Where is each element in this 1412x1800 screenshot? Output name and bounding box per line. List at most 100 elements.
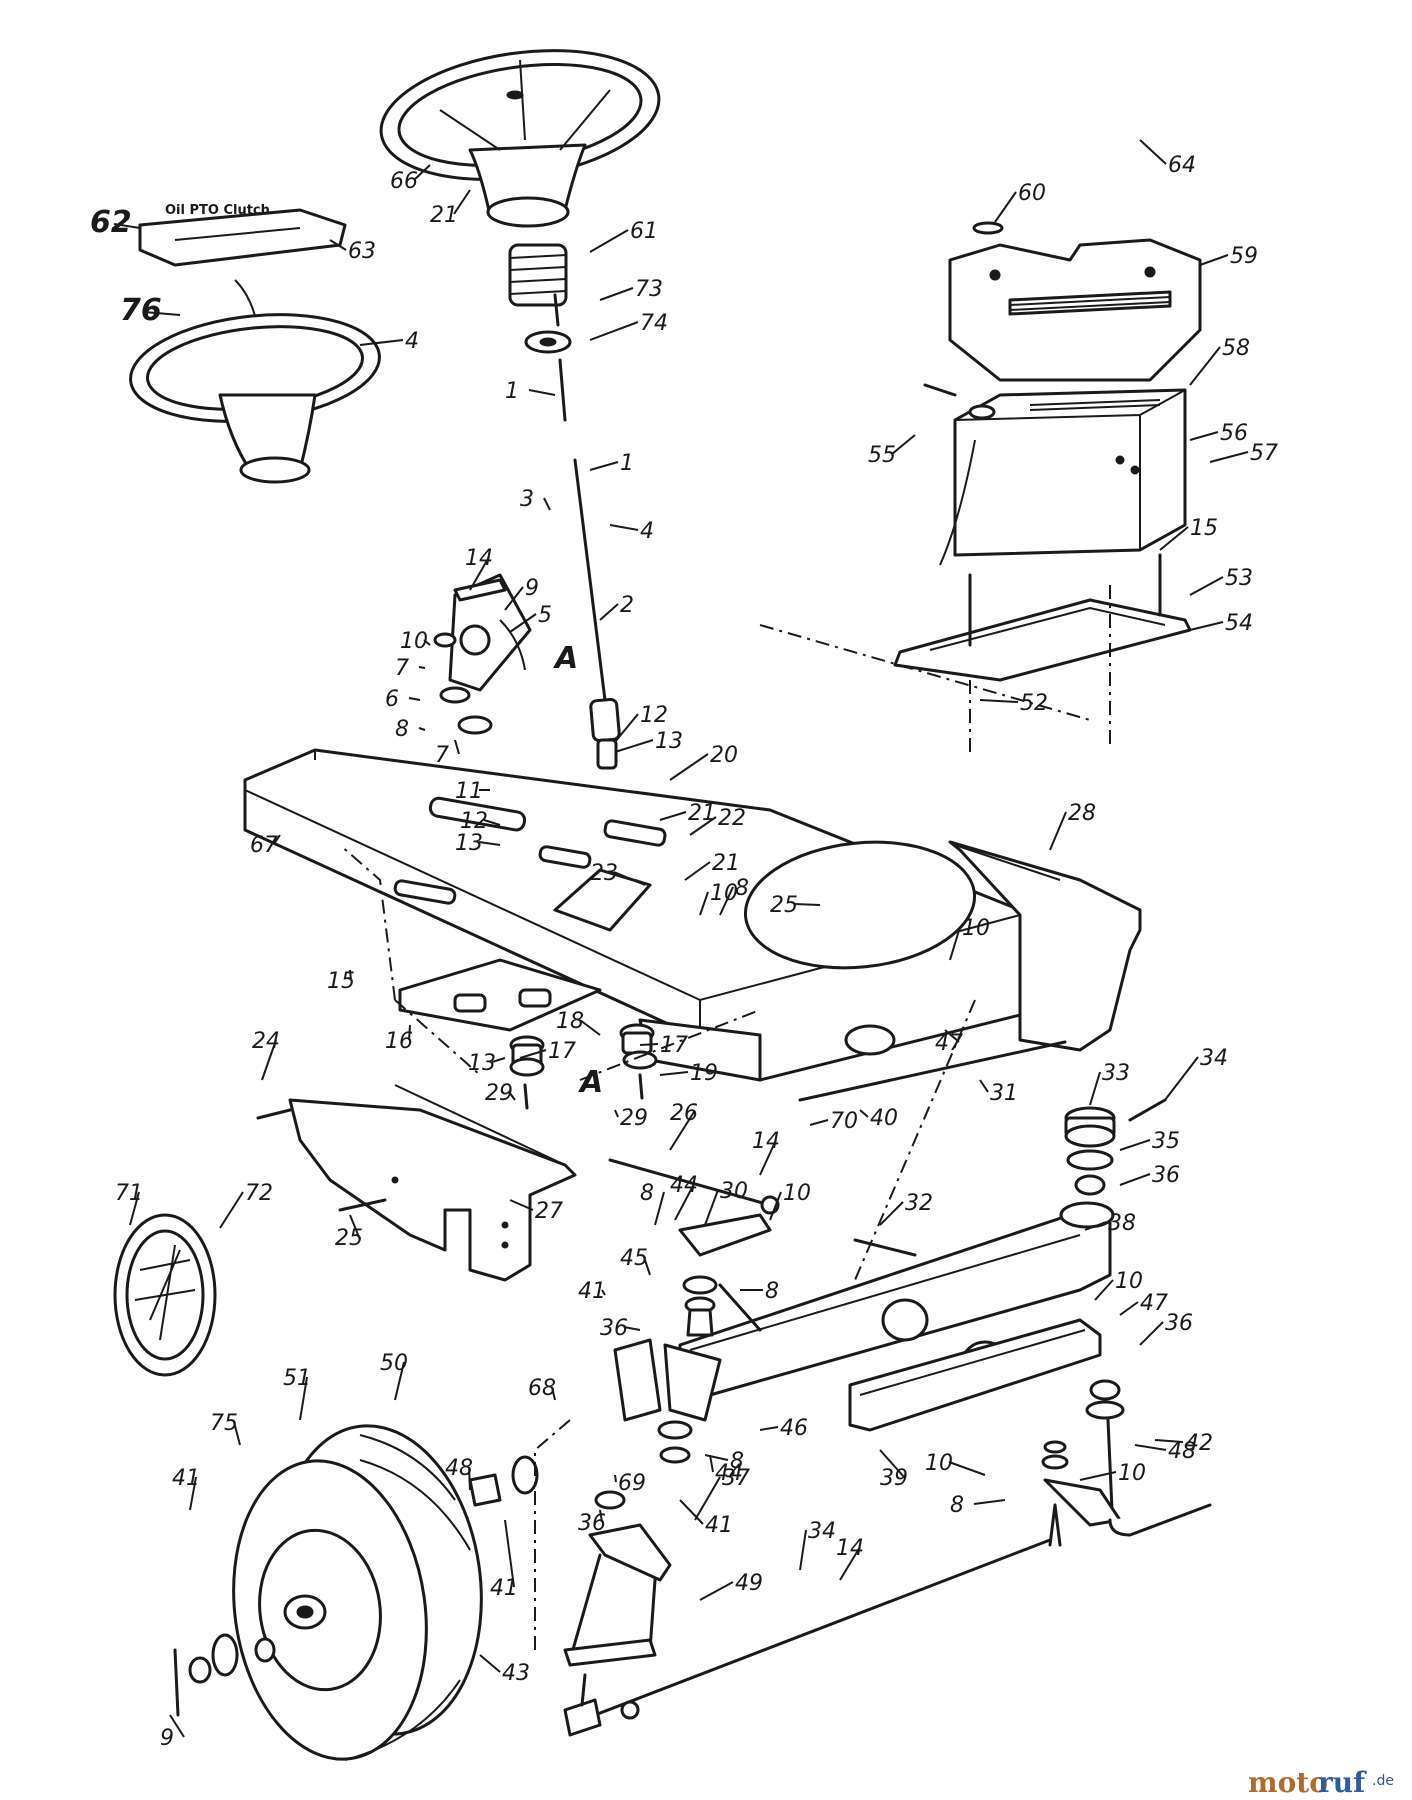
callout-1: 1 <box>505 379 519 404</box>
leader-line-28 <box>1049 811 1067 851</box>
leader-line-3 <box>543 497 551 511</box>
hub-cap[interactable] <box>113 1213 217 1377</box>
leader-line-17 <box>639 1043 659 1046</box>
front-wheel[interactable] <box>215 1413 501 1772</box>
leader-line-25 <box>349 1214 360 1238</box>
wheel-bearing-set[interactable] <box>173 1455 539 1717</box>
leader-line-12 <box>483 819 501 826</box>
leader-line-50 <box>394 1361 405 1401</box>
battery-cover[interactable] <box>948 221 1202 382</box>
leader-line-33 <box>1089 1071 1101 1106</box>
leader-line-76 <box>143 311 181 316</box>
leader-line-1 <box>589 461 619 471</box>
leader-line-13 <box>614 739 654 753</box>
leader-line-10 <box>769 1191 782 1221</box>
main-frame[interactable] <box>243 748 1022 1082</box>
callout-4: 4 <box>640 519 654 544</box>
leader-line-53 <box>1189 576 1224 596</box>
callout-36: 36 <box>1165 1311 1193 1336</box>
leader-line-10 <box>699 891 709 916</box>
callout-10: 10 <box>962 916 990 941</box>
leader-line-49 <box>699 1581 734 1601</box>
leader-line-8 <box>704 1454 729 1461</box>
callout-30: 30 <box>720 1179 748 1204</box>
steering-sector-gear[interactable] <box>433 573 532 735</box>
leader-line-10 <box>949 926 961 961</box>
callout-9: 9 <box>525 576 539 601</box>
callout-8: 8 <box>640 1181 654 1206</box>
leader-line-41 <box>601 1289 606 1296</box>
right-spindle[interactable] <box>1041 1379 1212 1547</box>
leader-line-21 <box>453 189 471 215</box>
bushing-set[interactable] <box>509 1023 658 1110</box>
steering-arm[interactable] <box>563 1490 672 1667</box>
control-plate-assembly[interactable]: Oil PTO Clutch <box>125 203 385 484</box>
callout-4: 4 <box>405 329 419 354</box>
leader-line-44 <box>709 1454 714 1473</box>
callout-38: 38 <box>1108 1211 1136 1236</box>
leader-line-61 <box>589 229 629 253</box>
steering-pin[interactable] <box>524 293 572 354</box>
leader-line-62 <box>113 223 141 229</box>
idler-pulley[interactable] <box>1064 1098 1167 1196</box>
leader-line-52 <box>979 699 1019 703</box>
leader-line-9 <box>504 586 524 611</box>
steering-shaft[interactable] <box>558 358 621 770</box>
callout-11: 11 <box>455 779 483 804</box>
front-axle-bracket[interactable] <box>256 1084 577 1282</box>
callout-72: 72 <box>245 1181 273 1206</box>
leader-line-15 <box>349 969 352 981</box>
callout-35: 35 <box>1152 1129 1180 1154</box>
leader-line-69 <box>614 1474 617 1483</box>
center-bracket[interactable] <box>398 958 602 1032</box>
callout-3: 3 <box>520 487 534 512</box>
steering-wheel-upper[interactable] <box>373 34 668 228</box>
callout-55: 55 <box>868 443 896 468</box>
leader-line-10 <box>948 1461 986 1476</box>
callout-47: 47 <box>1140 1291 1168 1316</box>
battery[interactable] <box>923 383 1187 566</box>
leader-line-12 <box>614 713 639 743</box>
rear-frame-plate[interactable] <box>948 840 1142 1052</box>
leader-line-47 <box>1119 1301 1139 1316</box>
tie-rod-end-bolts[interactable] <box>580 1503 1062 1707</box>
callout-10: 10 <box>1115 1269 1143 1294</box>
leader-line-42 <box>1154 1439 1184 1443</box>
battery-tray[interactable] <box>893 553 1192 682</box>
axle-pivot-bolt[interactable] <box>853 1238 917 1257</box>
leader-line-44 <box>674 1183 695 1221</box>
leader-line-27 <box>509 1199 534 1211</box>
leader-line-23 <box>613 871 646 886</box>
callout-46: 46 <box>780 1416 808 1441</box>
leader-line-70 <box>809 1119 829 1126</box>
callout-64: 64 <box>1168 153 1196 178</box>
callout-52: 52 <box>1020 691 1048 716</box>
leader-line-68 <box>551 1386 556 1401</box>
leader-line-29 <box>508 1091 516 1101</box>
leader-line-36 <box>1139 1321 1164 1346</box>
steering-spring[interactable] <box>508 243 568 307</box>
left-spindle[interactable] <box>613 1213 772 1464</box>
callout-48: 48 <box>1168 1439 1196 1464</box>
leader-line-41 <box>189 1476 197 1511</box>
leader-line-75 <box>233 1421 241 1446</box>
callout-74: 74 <box>640 311 668 336</box>
callout-39: 39 <box>880 1466 908 1491</box>
callout-32: 32 <box>905 1191 933 1216</box>
callout-66: 66 <box>390 169 418 194</box>
callout-42: 42 <box>1185 1431 1213 1456</box>
callout-62: 62 <box>90 205 132 240</box>
callout-75: 75 <box>210 1411 238 1436</box>
leader-line-55 <box>891 434 916 455</box>
leader-line-22 <box>689 816 717 836</box>
callout-33: 33 <box>1102 1061 1130 1086</box>
tie-rod[interactable] <box>563 1538 1052 1737</box>
leader-line-63 <box>329 239 347 251</box>
leader-line-73 <box>599 287 634 301</box>
leader-line-39 <box>879 1449 905 1478</box>
callout-25: 25 <box>335 1226 363 1251</box>
leader-line-59 <box>1199 254 1229 266</box>
callout-34: 34 <box>808 1519 836 1544</box>
callout-49: 49 <box>735 1571 763 1596</box>
rear-rod[interactable] <box>798 1040 1067 1102</box>
